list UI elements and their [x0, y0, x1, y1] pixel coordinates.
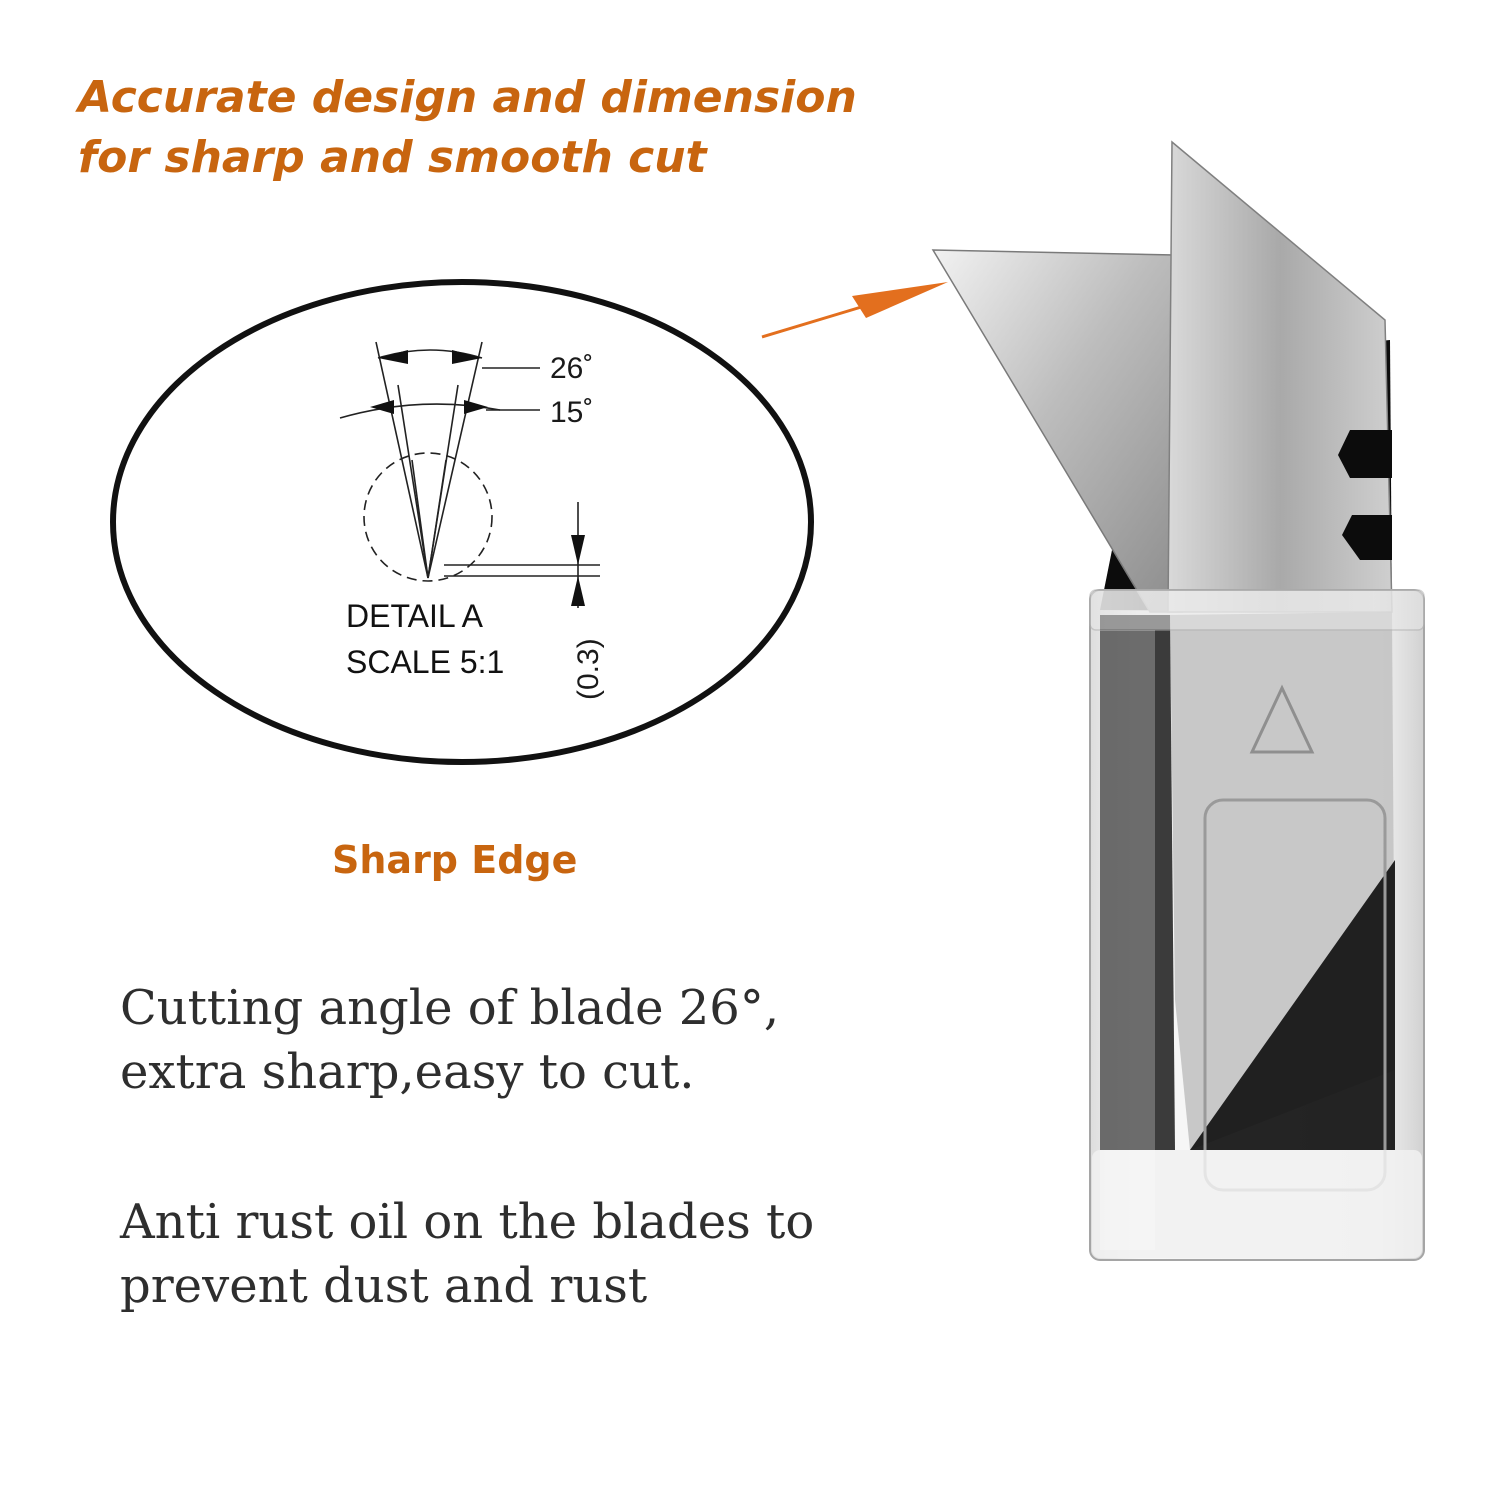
anti-rust-text: Anti rust oil on the blades to prevent d…: [120, 1190, 940, 1318]
headline-line-2: for sharp and smooth cut: [78, 132, 707, 183]
pointer-arrow: [761, 282, 948, 339]
sharp-edge-caption: Sharp Edge: [332, 838, 578, 882]
angle-15-label: 15˚: [550, 396, 593, 429]
blade-dispenser: [931, 140, 1425, 1261]
edge-dimension-label: (0.3): [572, 638, 605, 700]
angle-26-label: 26˚: [550, 352, 593, 385]
cutting-angle-text: Cutting angle of blade 26°, extra sharp,…: [120, 976, 940, 1104]
detail-title: DETAIL A: [346, 598, 484, 634]
anti-rust-line-1: Anti rust oil on the blades to: [120, 1194, 815, 1250]
cutting-angle-line-2: extra sharp,easy to cut.: [120, 1044, 695, 1100]
anti-rust-line-2: prevent dust and rust: [120, 1258, 648, 1314]
detail-ellipse: [110, 279, 814, 765]
headline: Accurate design and dimension for sharp …: [78, 68, 857, 188]
cutting-angle-line-1: Cutting angle of blade 26°,: [120, 980, 780, 1036]
detail-scale: SCALE 5:1: [346, 644, 504, 680]
headline-line-1: Accurate design and dimension: [78, 72, 857, 123]
dimension-arrowheads: [370, 350, 585, 606]
